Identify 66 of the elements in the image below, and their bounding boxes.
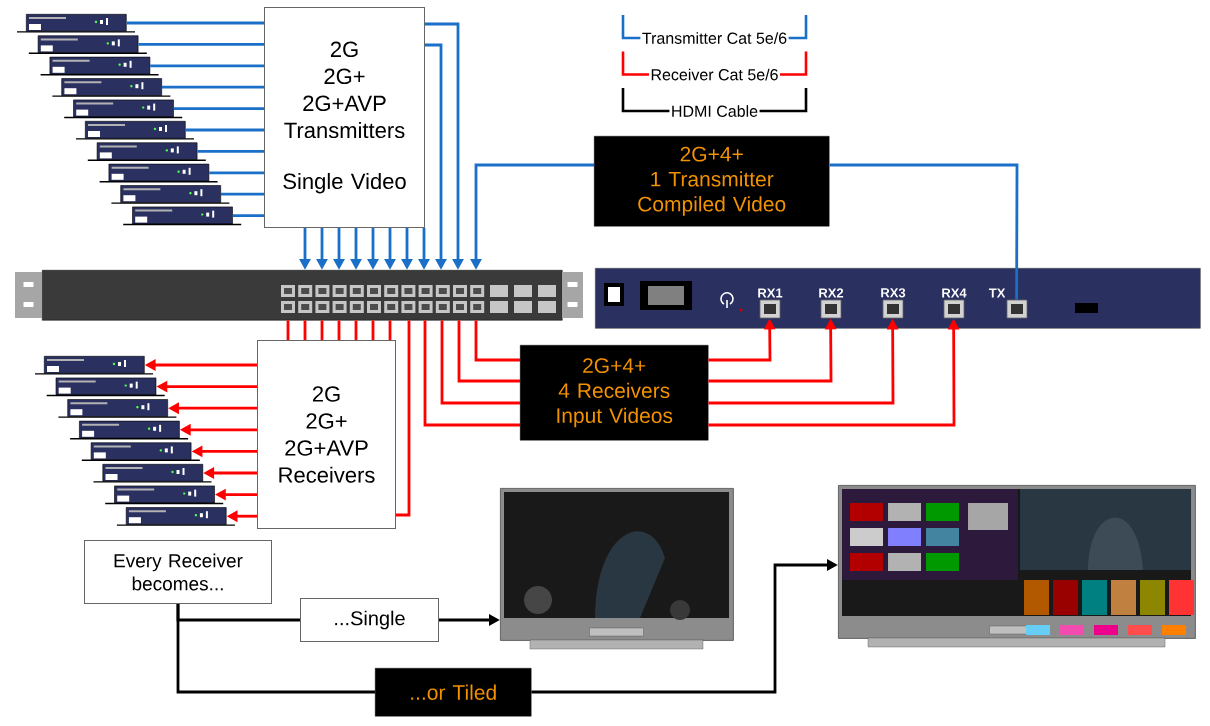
cable-line — [162, 85, 264, 89]
tv-drawing — [500, 488, 734, 650]
text-box: Every Receiver becomes... — [84, 540, 272, 604]
node-label: RX1 — [758, 288, 783, 298]
cable-line — [185, 128, 264, 132]
text-box: 2G+4+ 4 Receivers Input Videos — [520, 345, 709, 441]
cable-line — [423, 320, 520, 427]
cable-line — [221, 192, 264, 196]
cable-line — [457, 320, 520, 383]
cable-line — [371, 320, 375, 340]
node-label: RX2 — [819, 288, 844, 298]
cable-line — [138, 43, 264, 46]
cable-line — [173, 107, 264, 110]
cable-line — [388, 320, 392, 340]
text-box: ...Single — [300, 598, 439, 642]
tv-drawing — [838, 485, 1196, 648]
cable-line — [150, 64, 264, 68]
cable-line — [197, 150, 264, 153]
cable-line — [232, 214, 264, 217]
network-port: RX4 — [942, 288, 967, 319]
network-port: RX1 — [758, 288, 783, 319]
node-label: TX — [988, 288, 1006, 298]
cable-line — [337, 320, 341, 340]
cable-line — [354, 320, 358, 340]
device-drawing — [81, 442, 201, 461]
cable-line — [176, 604, 375, 694]
text-box: 2G 2G+ 2G+AVP Receivers — [257, 340, 396, 529]
device-drawing — [39, 56, 160, 76]
legend-entry: Transmitter Cat 5e/6 — [621, 15, 808, 46]
text-box: 2G+4+ 1 Transmitter Compiled Video — [594, 136, 830, 227]
device-drawing — [69, 420, 189, 440]
device-drawing — [116, 507, 236, 526]
cable-line — [126, 21, 264, 25]
device-drawing — [110, 185, 231, 204]
cable-line — [303, 320, 307, 340]
device-drawing — [57, 399, 178, 418]
device-drawing — [98, 163, 219, 183]
device-drawing — [87, 142, 207, 161]
network-switch-drawing — [15, 270, 583, 321]
cable-line — [209, 171, 264, 175]
node-label: RX3 — [881, 288, 906, 298]
network-port: TX — [988, 288, 1028, 319]
device-drawing — [34, 356, 154, 375]
cable-line — [440, 320, 520, 405]
node-label: RX4 — [942, 288, 967, 298]
device-drawing — [63, 99, 183, 119]
device-drawing — [122, 206, 242, 226]
cable-line — [829, 163, 1019, 300]
legend-entry: HDMI Cable — [621, 88, 808, 119]
device-drawing — [16, 14, 136, 33]
text-box: 2G 2G+ 2G+AVP Transmitters Single Video — [264, 7, 425, 228]
device-drawing — [104, 485, 224, 505]
cable-line — [286, 320, 290, 340]
cable-line — [474, 320, 520, 362]
device-drawing — [92, 464, 213, 483]
video-processor-drawing — [595, 268, 1201, 329]
network-port: RX3 — [881, 288, 906, 319]
cable-line — [396, 320, 411, 517]
cable-line — [320, 320, 324, 340]
network-port: RX2 — [819, 288, 844, 319]
text-box: ...or Tiled — [375, 668, 532, 717]
device-drawing — [28, 35, 148, 54]
device-drawing — [51, 78, 172, 97]
legend-entry: Receiver Cat 5e/6 — [621, 51, 808, 82]
device-drawing — [75, 121, 195, 140]
device-drawing — [46, 377, 166, 397]
